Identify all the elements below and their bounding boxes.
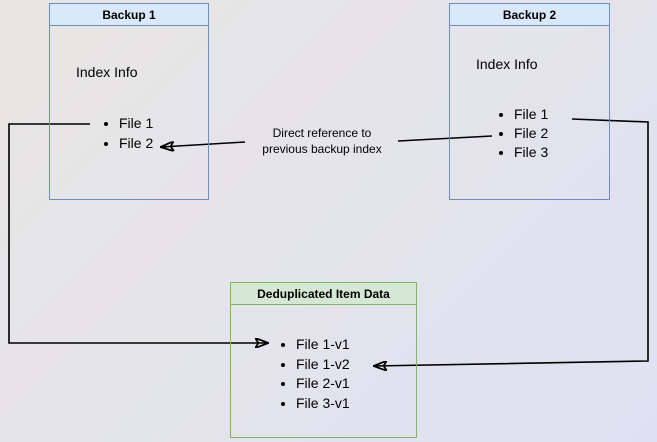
backup2-box[interactable]: Backup 2 Index Info File 1File 2File 3 xyxy=(449,3,610,200)
list-item: File 2 xyxy=(119,133,208,153)
backup1-file-list: File 1File 2 xyxy=(50,113,208,153)
deduplicated-item-data-box[interactable]: Deduplicated Item Data File 1-v1File 1-v… xyxy=(230,282,417,438)
list-item: File 1 xyxy=(514,105,609,124)
edge-label-direct-reference: Direct reference to previous backup inde… xyxy=(232,125,412,157)
list-item: File 2-v1 xyxy=(296,374,416,394)
list-item: File 1-v2 xyxy=(296,355,416,375)
list-item: File 3 xyxy=(514,143,609,162)
backup2-file-list: File 1File 2File 3 xyxy=(450,105,609,162)
backup2-index-info-label: Index Info xyxy=(476,56,538,72)
backup2-title: Backup 2 xyxy=(450,4,609,26)
list-item: File 2 xyxy=(514,124,609,143)
list-item: File 1 xyxy=(119,113,208,133)
backup1-title: Backup 1 xyxy=(50,4,208,26)
dedup-file-list: File 1-v1File 1-v2File 2-v1File 3-v1 xyxy=(231,335,416,413)
backup1-index-info-label: Index Info xyxy=(76,64,138,80)
dedup-title: Deduplicated Item Data xyxy=(231,283,416,305)
connector-backup2-file1-to-dedup[interactable] xyxy=(374,118,649,366)
connector-backup2-file2-segment-right[interactable] xyxy=(397,135,493,142)
list-item: File 3-v1 xyxy=(296,394,416,414)
edge-label-line2: previous backup index xyxy=(262,142,382,156)
connector-backup2-file2-segment-left-arrow[interactable] xyxy=(161,141,246,147)
backup1-box[interactable]: Backup 1 Index Info File 1File 2 xyxy=(49,3,209,200)
edge-label-line1: Direct reference to xyxy=(272,126,372,140)
list-item: File 1-v1 xyxy=(296,335,416,355)
